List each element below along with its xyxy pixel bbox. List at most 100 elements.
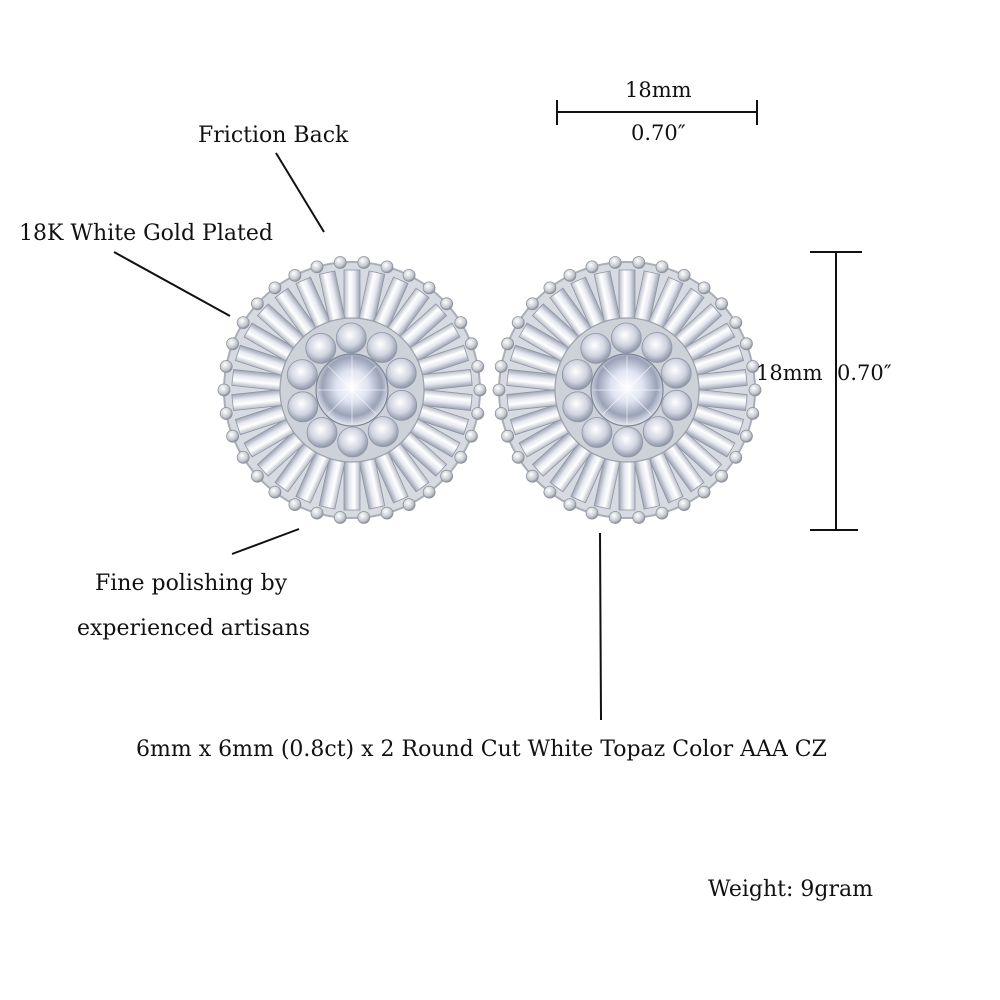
prong-bead: [740, 429, 753, 443]
prong-bead: [729, 316, 743, 329]
prong-bead: [677, 269, 691, 282]
width-inch-label: 0.70″: [631, 121, 686, 145]
prong-bead: [440, 469, 453, 483]
prong-bead: [526, 469, 539, 483]
small-round-stone: [660, 357, 692, 389]
prong-bead: [473, 383, 487, 397]
prong-bead: [288, 498, 302, 511]
prong-bead: [236, 316, 250, 329]
gold-plated-leader: [113, 251, 231, 317]
prong-bead: [226, 337, 239, 351]
prong-bead: [380, 260, 394, 274]
stone-spec-leader: [599, 532, 602, 721]
prong-bead: [251, 297, 264, 311]
prong-bead: [357, 256, 371, 269]
prong-bead: [422, 485, 436, 499]
prong-bead: [715, 469, 728, 483]
prong-bead: [608, 256, 622, 269]
small-round-stone: [580, 333, 612, 364]
prong-bead: [746, 360, 760, 373]
prong-bead: [715, 297, 728, 311]
prong-bead: [333, 511, 347, 524]
prong-bead: [543, 281, 557, 295]
prong-bead: [740, 337, 753, 351]
earring-right: [492, 256, 762, 524]
prong-bead: [454, 451, 468, 464]
prong-bead: [655, 506, 669, 520]
prong-bead: [697, 281, 711, 295]
prong-bead: [729, 451, 743, 464]
prong-bead: [494, 360, 508, 373]
prong-bead: [219, 360, 233, 373]
height-mm-label: 18mm: [756, 361, 823, 385]
height-dimension: [810, 251, 862, 531]
prong-bead: [585, 506, 599, 520]
weight-label: Weight: 9gram: [708, 877, 873, 902]
prong-bead: [402, 269, 416, 282]
prong-bead: [454, 316, 468, 329]
width-dimension: [556, 100, 758, 125]
prong-bead: [608, 511, 622, 524]
polishing-label-line1: Fine polishing by: [95, 571, 288, 596]
prong-bead: [251, 469, 264, 483]
prong-bead: [236, 451, 250, 464]
prong-bead: [226, 429, 239, 443]
prong-bead: [440, 297, 453, 311]
prong-bead: [677, 498, 691, 511]
prong-bead: [288, 269, 302, 282]
stone-spec-label: 6mm x 6mm (0.8ct) x 2 Round Cut White To…: [136, 737, 827, 762]
small-round-stone: [581, 417, 613, 448]
small-round-stone: [286, 359, 318, 391]
small-round-stone: [641, 332, 673, 363]
prong-bead: [380, 506, 394, 520]
prong-bead: [217, 383, 231, 397]
prong-bead: [471, 407, 485, 420]
prong-bead: [655, 260, 669, 274]
prong-bead: [268, 281, 282, 295]
prong-bead: [511, 451, 525, 464]
prong-bead: [494, 407, 508, 420]
prong-bead: [471, 360, 485, 373]
polishing-label-line2: experienced artisans: [77, 616, 311, 641]
prong-bead: [632, 256, 646, 269]
small-round-stone: [561, 359, 593, 391]
small-round-stone: [305, 333, 337, 364]
small-round-stone: [385, 357, 417, 389]
small-round-stone: [367, 416, 399, 447]
prong-bead: [465, 429, 478, 443]
prong-bead: [268, 485, 282, 499]
prong-bead: [563, 498, 577, 511]
prong-bead: [511, 316, 525, 329]
baguette-stone: [343, 269, 361, 319]
prong-bead: [357, 511, 371, 524]
prong-bead: [465, 337, 478, 351]
earring-left: [217, 256, 487, 524]
small-round-stone: [610, 322, 642, 354]
prong-bead: [563, 269, 577, 282]
baguette-stone: [343, 461, 361, 511]
width-mm-label: 18mm: [625, 78, 692, 102]
prong-bead: [697, 485, 711, 499]
prong-bead: [746, 407, 760, 420]
small-round-stone: [366, 332, 398, 363]
prong-bead: [422, 281, 436, 295]
baguette-stone: [618, 461, 636, 511]
prong-bead: [526, 297, 539, 311]
small-round-stone: [337, 426, 369, 458]
small-round-stone: [562, 391, 594, 423]
small-round-stone: [306, 417, 338, 448]
small-round-stone: [642, 416, 674, 447]
small-round-stone: [612, 426, 644, 458]
prong-bead: [501, 337, 514, 351]
height-inch-label: 0.70″: [837, 361, 892, 385]
small-round-stone: [661, 389, 693, 421]
baguette-stone: [618, 269, 636, 319]
prong-bead: [748, 383, 762, 397]
friction-back-leader: [275, 152, 325, 233]
small-round-stone: [386, 389, 418, 421]
prong-bead: [501, 429, 514, 443]
polishing-leader: [231, 528, 300, 555]
prong-bead: [402, 498, 416, 511]
prong-bead: [219, 407, 233, 420]
